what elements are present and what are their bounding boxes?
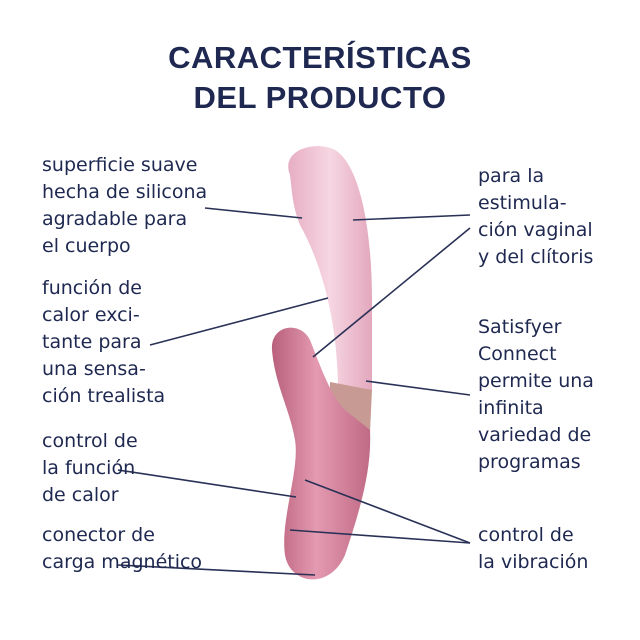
title-line-1: CARACTERÍSTICAS (168, 40, 472, 75)
title-line-2: DEL PRODUCTO (193, 80, 447, 115)
label-vibration-control: control de la vibración (478, 524, 589, 573)
label-charger: conector de carga magnético (42, 524, 203, 573)
label-stimulation: para la estimula- ción vaginal y del clí… (478, 165, 594, 268)
label-heat-function: función de calor exci- tante para una se… (42, 277, 166, 407)
label-surface: superficie suave hecha de silicona agrad… (42, 154, 208, 257)
leader-lines (117, 207, 471, 576)
page-title: CARACTERÍSTICAS DEL PRODUCTO (0, 38, 640, 118)
label-connect: Satisfyer Connect permite una infinita v… (478, 316, 594, 473)
shaft (288, 146, 372, 392)
label-heat-control: control de la función de calor (42, 430, 138, 506)
handle (271, 327, 371, 580)
